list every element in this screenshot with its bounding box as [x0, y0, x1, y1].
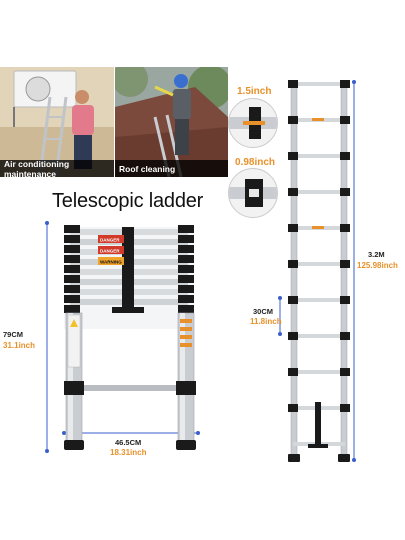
- collapsed-bottom-rung: [82, 385, 178, 391]
- photo-roof-cleaning: Roof cleaning: [115, 67, 228, 177]
- danger-label-2: [98, 246, 124, 254]
- extended-left-foot: [288, 454, 300, 462]
- photo-air-conditioning: Air conditioning maintenance: [0, 67, 114, 177]
- collapsed-ladder-stacked-rungs: [64, 225, 194, 329]
- rung-spacing-imperial-label: 11.8inch: [250, 317, 282, 326]
- photo-caption-roof-cleaning: Roof cleaning: [115, 160, 228, 177]
- rung-detail-2-label: 0.98inch: [235, 157, 276, 168]
- extended-bottom-strap: [315, 402, 321, 446]
- right-rail-marker-1: [180, 319, 192, 323]
- extended-left-rail: [290, 81, 298, 461]
- rung-detail-inset-2: [228, 168, 278, 218]
- rung-spacing-metric-label: 30CM: [253, 307, 274, 316]
- danger-label-1: [98, 235, 124, 243]
- rung-detail-1-label: 1.5inch: [237, 86, 272, 97]
- collapsed-right-foot: [176, 440, 196, 450]
- extended-height-imperial-label: 125.98inch: [357, 261, 398, 270]
- extended-ladder-rungs: [288, 80, 350, 446]
- right-rail-marker-2: [180, 327, 192, 331]
- photo-caption-air-conditioning: Air conditioning maintenance: [0, 159, 114, 177]
- extended-right-foot: [338, 454, 350, 462]
- width-metric-label: 46.5CM: [115, 438, 142, 447]
- collapsed-left-foot: [64, 440, 84, 450]
- right-rail-marker-3: [180, 335, 192, 339]
- product-title: Telescopic ladder: [52, 190, 204, 212]
- right-rail-marker-4: [180, 343, 192, 347]
- extended-ladder-diagram: [278, 80, 356, 462]
- rung-detail-inset-1: [228, 98, 278, 148]
- extended-right-rail: [340, 81, 348, 461]
- width-imperial-label: 18.31inch: [110, 448, 147, 457]
- left-rail-sticker: [67, 314, 81, 368]
- warning-label-text: WARNING: [100, 260, 122, 265]
- collapsed-ladder-diagram: DANGER DANGER WARNING: [45, 221, 200, 453]
- collapsed-height-imperial-label: 31.1inch: [3, 341, 36, 350]
- danger-label-1-text: DANGER: [100, 238, 120, 243]
- collapsed-height-metric-label: 79CM: [3, 330, 24, 339]
- warning-label: [98, 257, 124, 265]
- extended-height-metric-label: 3.2M: [368, 250, 385, 259]
- danger-label-2-text: DANGER: [100, 249, 120, 254]
